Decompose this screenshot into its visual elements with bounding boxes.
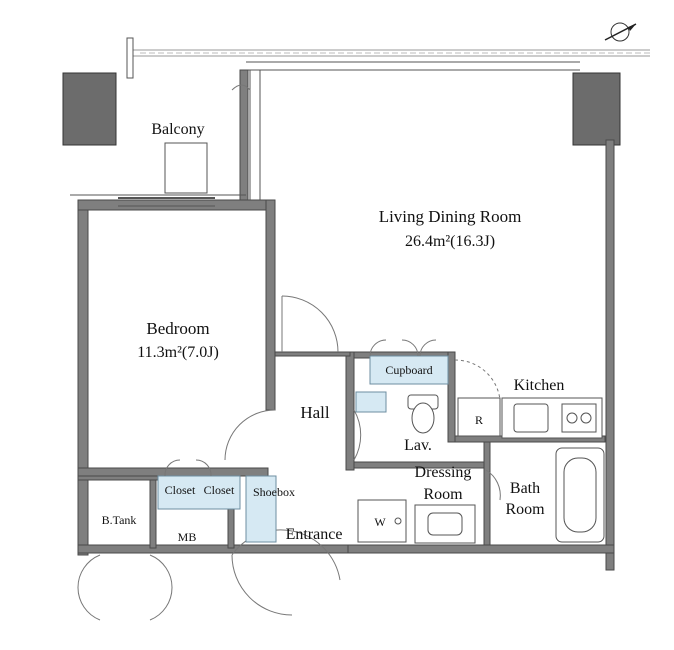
kitchen-counter <box>501 397 603 439</box>
washbasin-icon <box>414 504 476 544</box>
shoebox-label: Shoebox <box>253 485 295 499</box>
b-tank-label: B.Tank <box>102 513 137 527</box>
balcony-rail <box>126 37 650 79</box>
pillar-left <box>62 72 117 146</box>
sink-icon <box>513 403 549 433</box>
closet-block <box>157 475 241 510</box>
storage <box>157 339 449 543</box>
living-dining-room-label: Living Dining Room <box>379 207 522 226</box>
bath-room-label-2: Room <box>505 501 545 518</box>
north-arrow-icon <box>604 22 637 42</box>
shoebox-block <box>245 475 277 543</box>
cupboard-label: Cupboard <box>385 363 432 377</box>
stove-icon <box>561 403 597 433</box>
pillar-right <box>572 72 621 146</box>
toilet-icon <box>407 394 439 434</box>
hall-label: Hall <box>300 403 330 422</box>
cupboard-block <box>369 355 449 385</box>
washer-space <box>357 499 407 543</box>
mb-label: MB <box>178 530 197 544</box>
bedroom-area: 11.3m²(7.0J) <box>137 344 219 361</box>
bedroom-label: Bedroom <box>146 319 209 338</box>
balcony-label: Balcony <box>151 121 204 138</box>
utility-shelf <box>355 391 387 413</box>
lavatory-label: Lav. <box>404 437 432 454</box>
washer-label: W <box>374 515 386 529</box>
refrigerator-space <box>457 397 501 437</box>
bath-room-label: Bath <box>510 480 540 497</box>
refrigerator-label: R <box>475 413 483 427</box>
entrance-label: Entrance <box>286 526 343 543</box>
balcony-door <box>118 84 251 207</box>
living-dining-room-area: 26.4m²(16.3J) <box>405 233 495 250</box>
dressing-room-label-2: Room <box>423 486 463 503</box>
closet-right-label: Closet <box>204 483 235 497</box>
kitchen-label: Kitchen <box>514 377 565 394</box>
dressing-room-label: Dressing <box>415 464 472 481</box>
closet-left-label: Closet <box>165 483 196 497</box>
bathtub-icon <box>555 447 605 543</box>
